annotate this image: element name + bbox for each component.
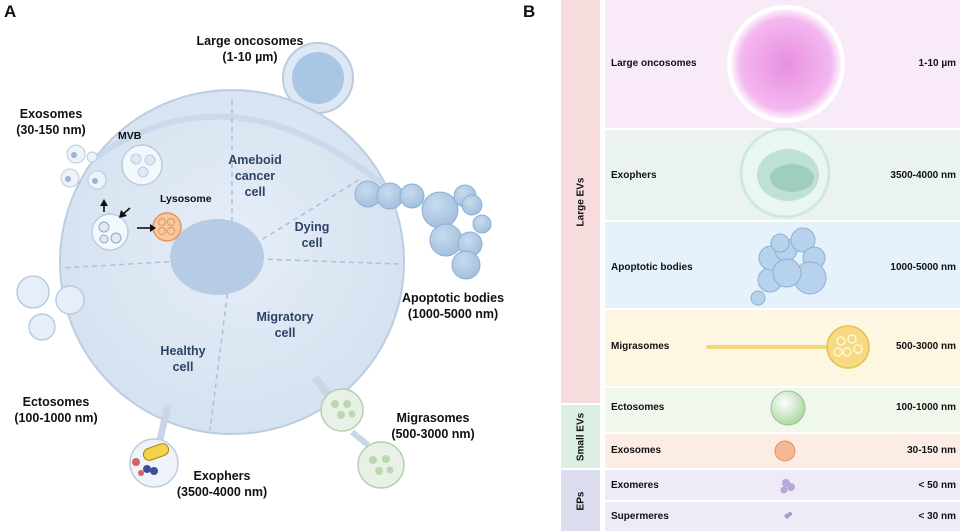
ectosome-buds — [16, 275, 85, 341]
exosomes-label: Exosomes(30-150 nm) — [16, 107, 86, 137]
exosome-particles — [60, 144, 107, 190]
migrasome-tether — [311, 375, 405, 489]
row-apoptotic-bodies: Apoptotic bodies 1000-5000 nm — [605, 222, 960, 308]
row-exosomes: Exosomes 30-150 nm — [605, 434, 960, 468]
group-large-evs: Large EVs — [561, 0, 600, 403]
mvb-structure — [91, 144, 182, 251]
lysosome-label: Lysosome — [160, 193, 212, 205]
row-ectosomes: Ectosomes 100-1000 nm — [605, 388, 960, 432]
cell-diagram — [16, 42, 492, 489]
large-oncosomes-label: Large oncosomes(1-10 µm) — [196, 34, 304, 64]
panel-b-letter: B — [523, 2, 536, 21]
nucleus — [170, 219, 264, 295]
row-supermeres: Supermeres < 30 nm — [605, 502, 960, 531]
row-exomeres: Exomeres < 50 nm — [605, 470, 960, 500]
row-exophers: Exophers 3500-4000 nm — [605, 130, 960, 220]
migrasomes-label: Migrasomes(500-3000 nm) — [391, 411, 475, 441]
exophers-label: Exophers(3500-4000 nm) — [176, 469, 268, 499]
group-small-evs: Small EVs — [561, 405, 600, 468]
panel-a-letter: A — [4, 2, 17, 21]
row-migrasomes: Migrasomes 500-3000 nm — [605, 310, 960, 386]
apoptotic-body-cluster — [354, 180, 492, 280]
mvb-label: MVB — [118, 130, 142, 142]
group-eps: EPs — [561, 470, 600, 531]
row-large-oncosomes: Large oncosomes 1-10 µm — [605, 0, 960, 128]
apoptotic-bodies-label: Apoptotic bodies(1000-5000 nm) — [401, 291, 505, 321]
ectosomes-label: Ectosomes(100-1000 nm) — [14, 395, 98, 425]
exopher — [129, 404, 179, 488]
